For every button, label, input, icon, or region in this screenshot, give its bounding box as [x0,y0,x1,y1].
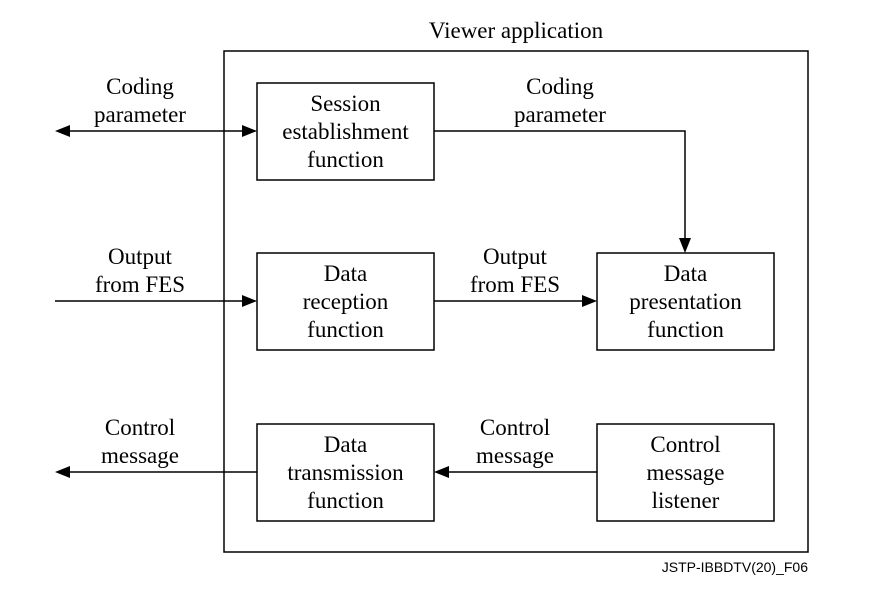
reception-box-line-3: function [307,317,384,342]
presentation-box-line-1: Data [664,261,707,286]
control-message-inner-arrow [434,466,597,478]
listener-box-line-3: listener [652,488,720,513]
control-message-outer-arrow [55,466,257,478]
presentation-box-line-2: presentation [629,289,742,314]
control-message-listener-box: Control message listener [596,423,775,522]
figure-identifier: JSTP-IBBDTV(20)_F06 [662,559,808,575]
output-from-fes-outer-label-2: from FES [95,272,185,297]
control-message-inner-label-1: Control [480,415,550,440]
output-from-fes-inner-label-2: from FES [470,272,560,297]
control-message-outer-label-2: message [101,443,179,468]
listener-box-line-2: message [647,460,725,485]
coding-parameter-inner-label-1: Coding [526,74,594,99]
output-from-fes-outer-arrow [55,295,257,307]
control-message-inner-label-2: message [476,443,554,468]
reception-box-line-1: Data [324,261,367,286]
output-from-fes-outer-label-1: Output [108,244,173,269]
listener-box-line-1: Control [650,432,720,457]
output-from-fes-inner-arrow [434,295,597,307]
session-box-line-3: function [307,147,384,172]
coding-parameter-inner-arrow [434,130,691,253]
coding-parameter-outer-label-1: Coding [106,74,174,99]
data-presentation-box: Data presentation function [596,252,775,351]
coding-parameter-inner-label-2: parameter [514,102,606,127]
session-box-line-1: Session [310,91,381,116]
transmission-box-line-1: Data [324,432,367,457]
session-box-line-2: establishment [282,119,409,144]
output-from-fes-inner-label-1: Output [483,244,548,269]
control-message-outer-label-1: Control [105,415,175,440]
presentation-box-line-3: function [647,317,724,342]
data-reception-box: Data reception function [256,252,435,351]
session-establishment-box: Session establishment function [256,82,435,181]
data-transmission-box: Data transmission function [256,423,435,522]
coding-parameter-outer-arrow [55,125,257,137]
transmission-box-line-3: function [307,488,384,513]
coding-parameter-outer-label-2: parameter [94,102,186,127]
reception-box-line-2: reception [303,289,389,314]
transmission-box-line-2: transmission [287,460,404,485]
viewer-application-title: Viewer application [429,18,604,43]
